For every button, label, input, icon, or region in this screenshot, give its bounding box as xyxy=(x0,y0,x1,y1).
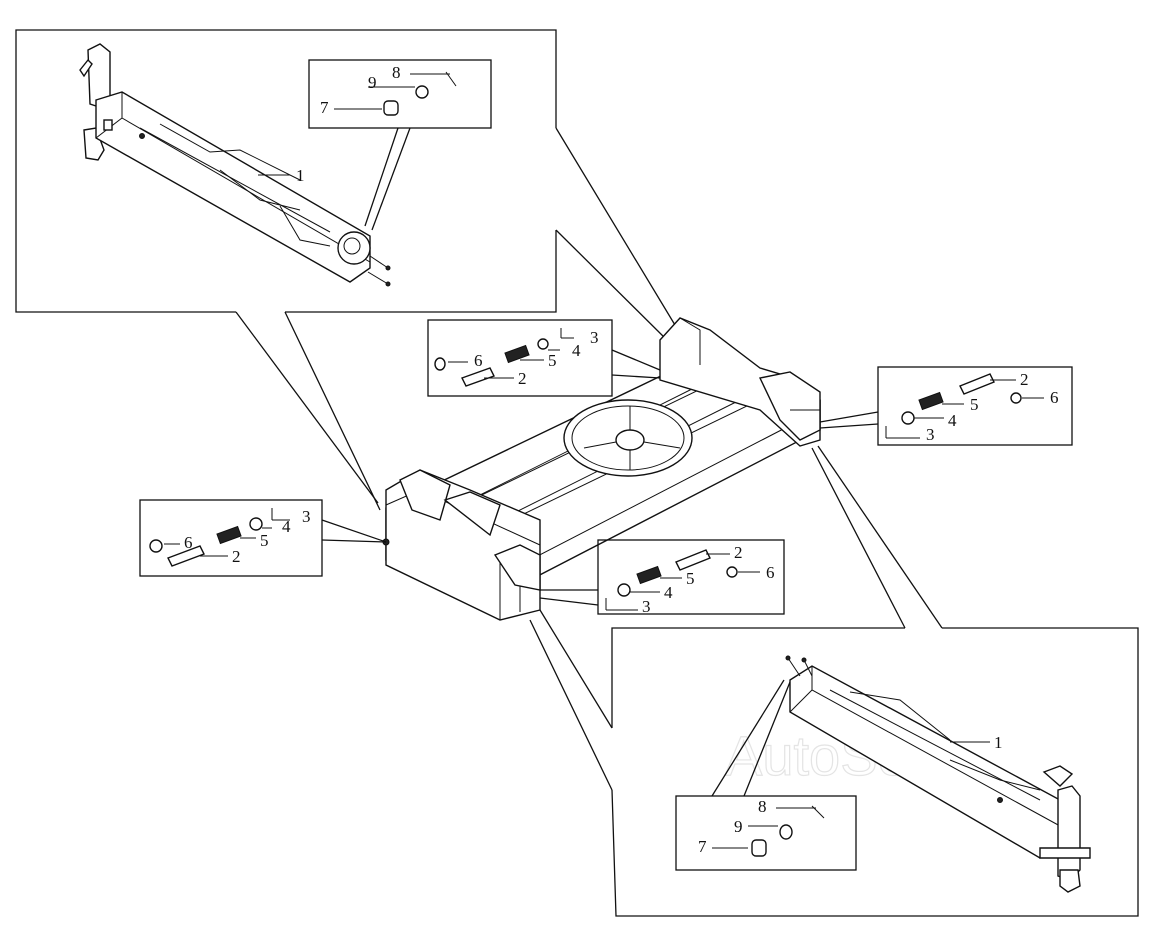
svg-text:5: 5 xyxy=(970,395,979,414)
svg-text:6: 6 xyxy=(184,533,193,552)
inset-box-center-bottom: 2 5 6 4 3 xyxy=(597,539,785,616)
svg-text:1: 1 xyxy=(296,166,305,185)
bottom-right-detail-frame xyxy=(611,627,1139,917)
inset-box-bottom-right: 8 9 7 xyxy=(675,679,857,871)
inset-box-right: 2 6 5 4 3 xyxy=(877,366,1073,446)
inset-box-center-top: 3 4 5 6 2 xyxy=(427,319,613,397)
svg-text:6: 6 xyxy=(474,351,483,370)
label-1-bottom-right: 1 xyxy=(950,733,1003,752)
svg-text:3: 3 xyxy=(590,328,599,347)
svg-text:8: 8 xyxy=(392,63,401,82)
inset-box-left: 6 4 3 5 2 xyxy=(139,499,323,577)
inset-box-top-left: 9 8 7 xyxy=(308,59,492,231)
svg-text:3: 3 xyxy=(926,425,935,444)
svg-text:3: 3 xyxy=(302,507,311,526)
svg-text:5: 5 xyxy=(548,351,557,370)
svg-text:2: 2 xyxy=(734,543,743,562)
svg-text:5: 5 xyxy=(686,569,695,588)
svg-text:4: 4 xyxy=(572,341,581,360)
svg-text:1: 1 xyxy=(994,733,1003,752)
svg-text:4: 4 xyxy=(664,583,673,602)
svg-text:5: 5 xyxy=(260,531,269,550)
svg-text:8: 8 xyxy=(758,797,767,816)
beam-part-1-top xyxy=(79,43,391,287)
svg-text:2: 2 xyxy=(232,547,241,566)
svg-text:9: 9 xyxy=(734,817,743,836)
svg-text:2: 2 xyxy=(518,369,527,388)
label-1-top-left: 1 xyxy=(258,166,305,185)
svg-text:4: 4 xyxy=(282,517,291,536)
svg-text:7: 7 xyxy=(320,98,329,117)
svg-text:2: 2 xyxy=(1020,370,1029,389)
svg-text:4: 4 xyxy=(948,411,957,430)
svg-text:6: 6 xyxy=(1050,388,1059,407)
svg-text:9: 9 xyxy=(368,73,377,92)
svg-text:3: 3 xyxy=(642,597,651,616)
top-left-detail-frame xyxy=(15,29,679,511)
svg-text:6: 6 xyxy=(766,563,775,582)
central-frame xyxy=(321,317,943,791)
beam-part-1-bottom xyxy=(785,655,1091,893)
svg-text:7: 7 xyxy=(698,837,707,856)
